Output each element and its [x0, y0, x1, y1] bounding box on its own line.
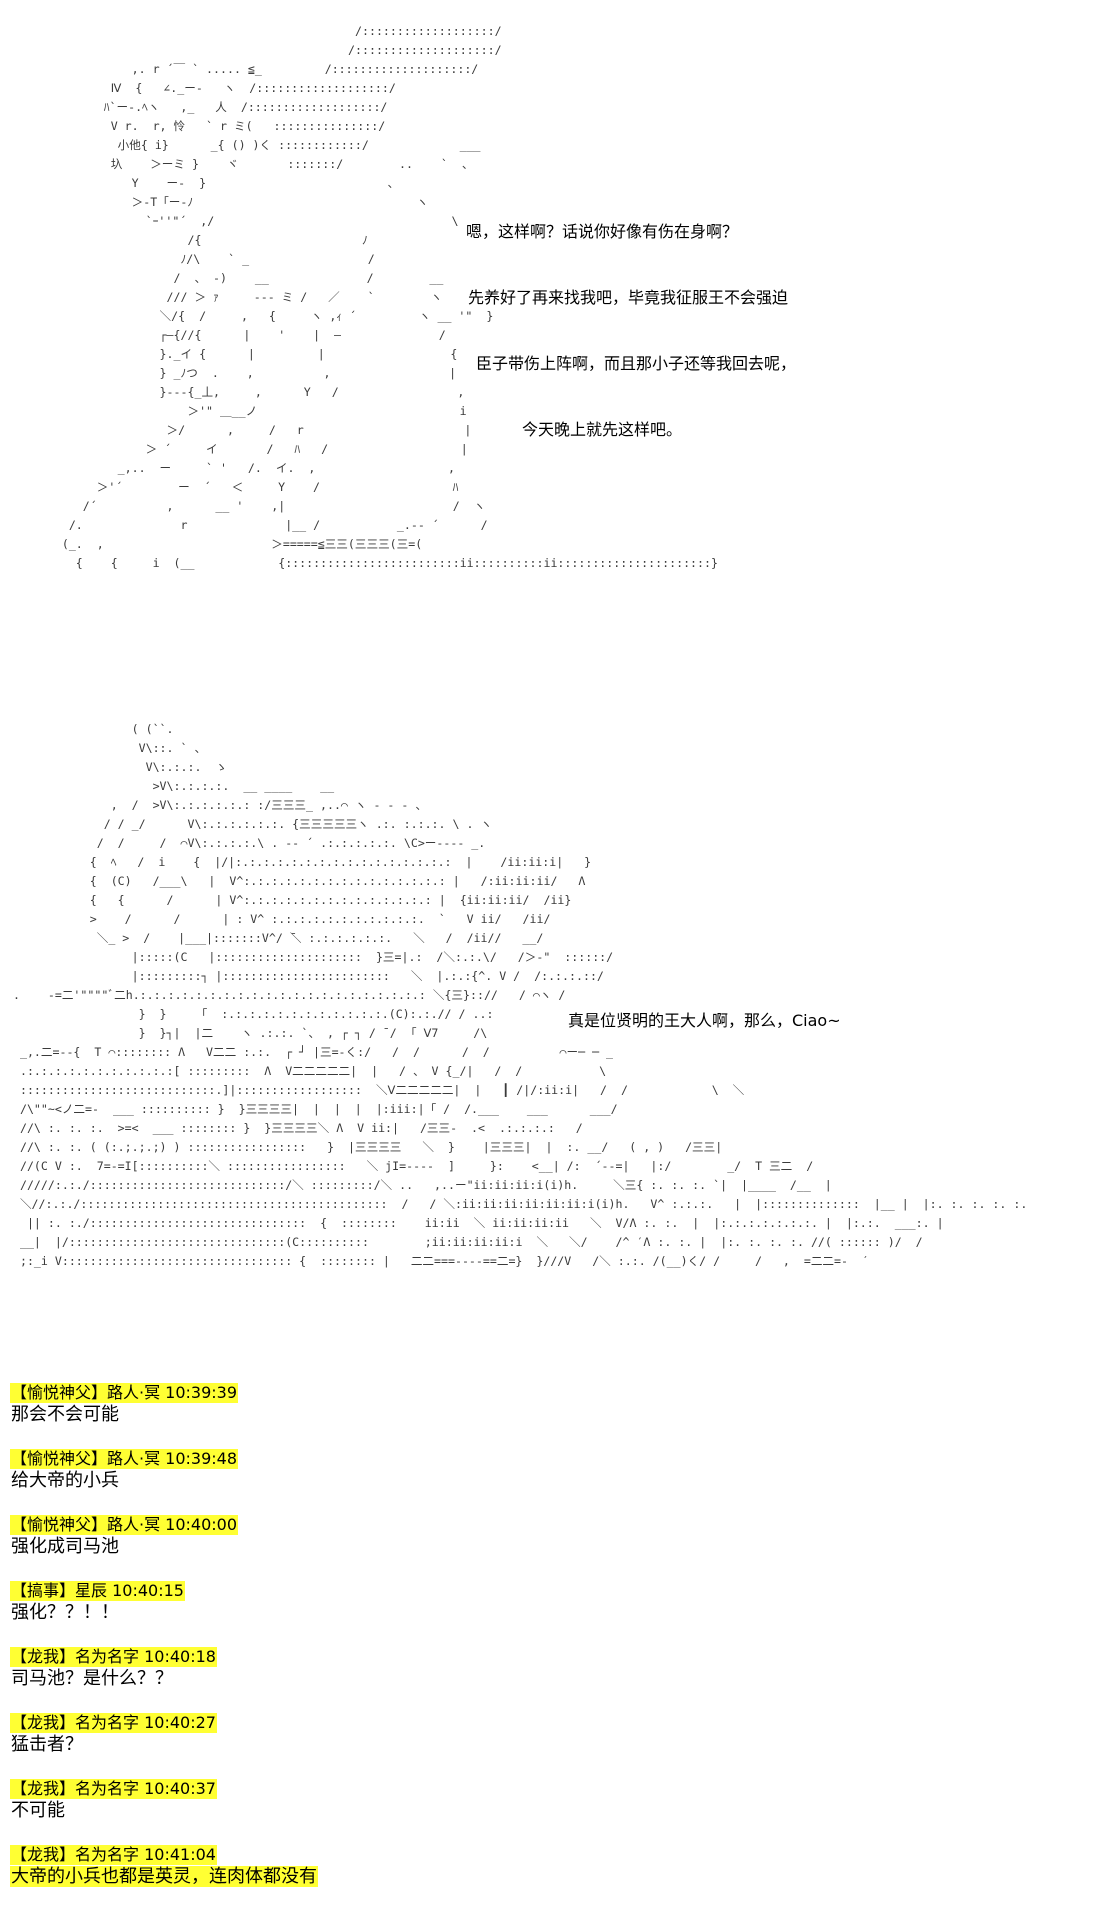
speech-text-bottom: 真是位贤明的王大人啊，那么，Ciao~ [568, 966, 841, 1054]
speech-line: 臣子带伤上阵啊，而且那小子还等我回去呢， [476, 354, 797, 373]
speech-line: 真是位贤明的王大人啊，那么，Ciao~ [568, 1011, 841, 1030]
chat-message-text: 强化成司马池 [11, 1536, 119, 1557]
chat-message-text: 司马池？是什么？？ [11, 1668, 173, 1689]
speech-line: 今天晚上就先这样吧。 [522, 420, 683, 439]
chat-message-header: 【愉悦神父】路人·冥 10:39:48 [10, 1449, 239, 1469]
chat-message-text: 猛击者？ [11, 1734, 83, 1755]
chat-message-body: 那会不会可能 [10, 1403, 1096, 1426]
chat-message-header: 【龙我】名为名字 10:40:27 [10, 1713, 217, 1733]
chat-message-body: 不可能 [10, 1799, 1096, 1822]
chat-message-text: 那会不会可能 [11, 1404, 119, 1425]
ascii-art-bottom: ( (``. V\::. ` 、 V\:.:.:. ゝ >V\:.:.:.:. … [12, 722, 1028, 1268]
chat-message-header: 【龙我】名为名字 10:41:04 [10, 1845, 217, 1865]
chat-message-text: 强化？？！！ [11, 1602, 119, 1623]
chat-message-header: 【愉悦神父】路人·冥 10:39:39 [10, 1383, 239, 1403]
chat-message-header: 【搞事】星辰 10:40:15 [10, 1581, 185, 1601]
chat-message-body: 大帝的小兵也都是英灵，连肉体都没有 [10, 1865, 1096, 1888]
chat-message-body: 给大帝的小兵 [10, 1469, 1096, 1492]
chat-message-text: 不可能 [11, 1800, 65, 1821]
speech-line: 嗯，这样啊？话说你好像有伤在身啊？ [466, 222, 739, 241]
chat-message-body: 司马池？是什么？？ [10, 1667, 1096, 1690]
chat-message-body: 强化？？！！ [10, 1601, 1096, 1624]
chat-message-header: 【愉悦神父】路人·冥 10:40:00 [10, 1515, 239, 1535]
speech-text-top: 嗯，这样啊？话说你好像有伤在身啊？ 先养好了再来找我吧，毕竟我征服王不会强迫 臣… [466, 177, 796, 463]
chat-message-text: 给大帝的小兵 [11, 1470, 119, 1491]
chat-message-header: 【龙我】名为名字 10:40:37 [10, 1779, 217, 1799]
chat-message-body: 猛击者？ [10, 1733, 1096, 1756]
ascii-art-top: /:::::::::::::::::::/ /:::::::::::::::::… [61, 24, 718, 570]
chat-message-text: 大帝的小兵也都是英灵，连肉体都没有 [10, 1866, 318, 1887]
chat-message-body: 强化成司马池 [10, 1535, 1096, 1558]
chat-message-header: 【龙我】名为名字 10:40:18 [10, 1647, 217, 1667]
speech-line: 先养好了再来找我吧，毕竟我征服王不会强迫 [468, 288, 789, 307]
